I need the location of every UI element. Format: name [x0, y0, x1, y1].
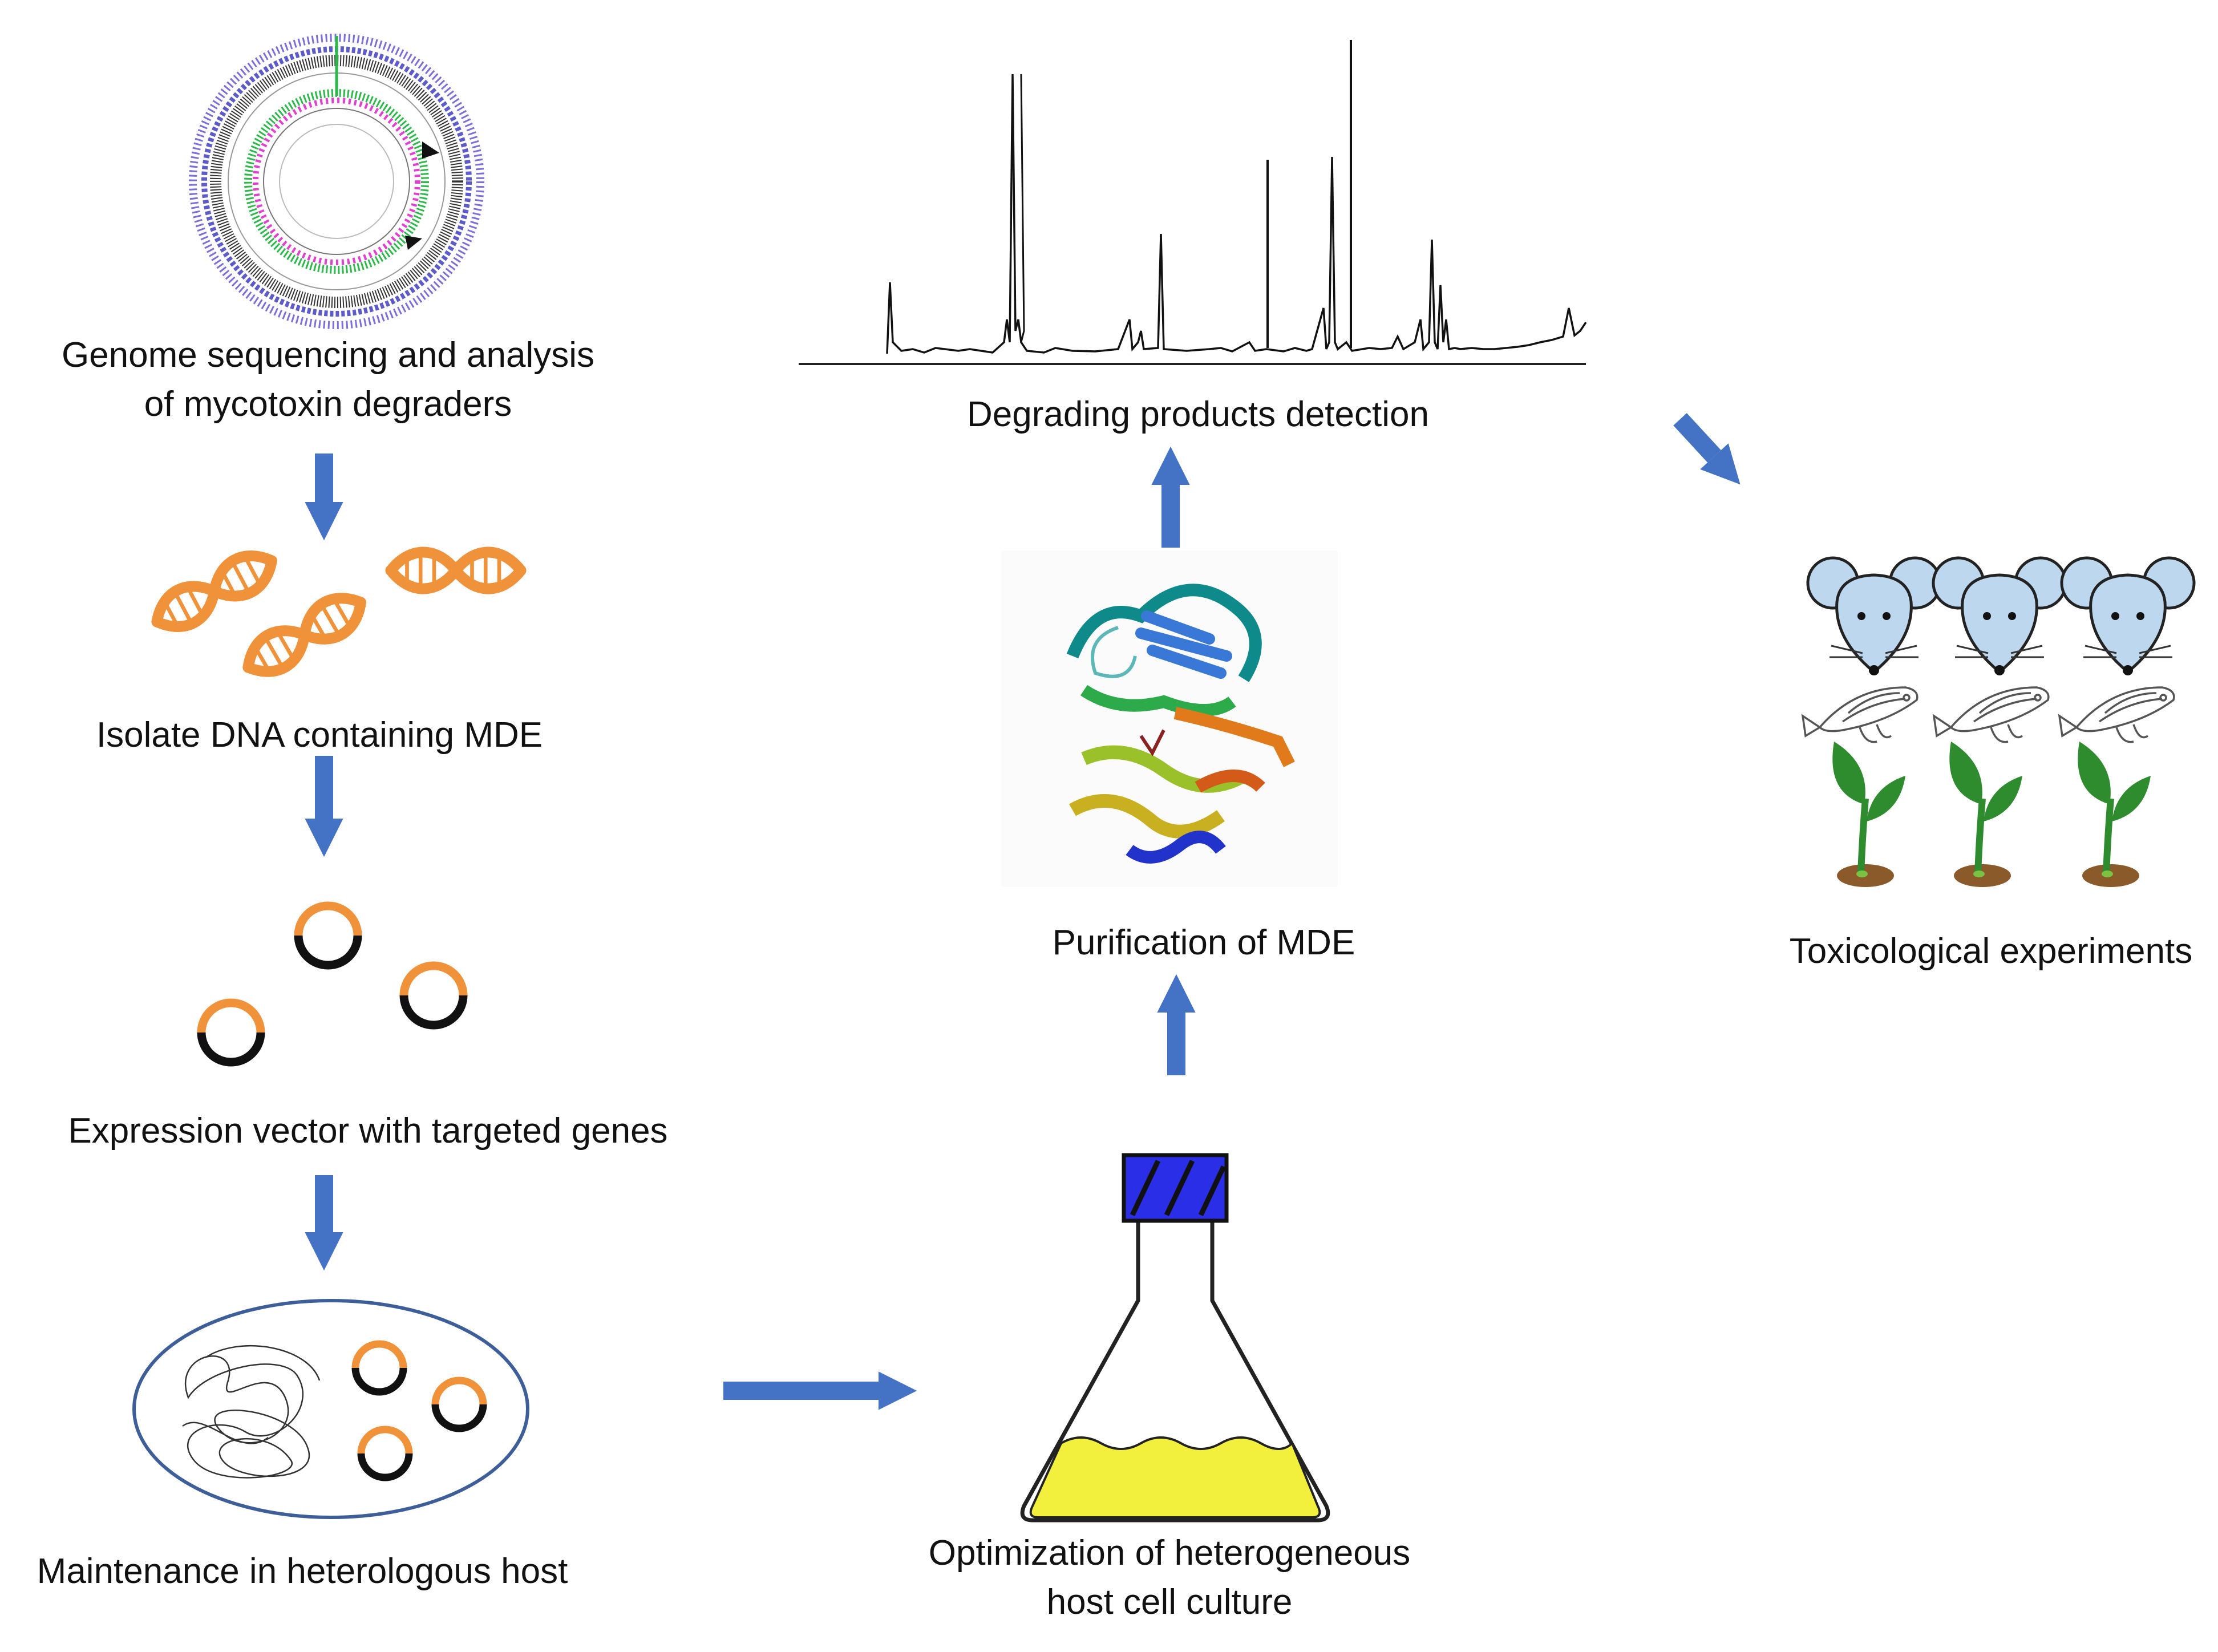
- mouse-icon: [1808, 558, 2194, 675]
- dna-double-helix-icon: [147, 542, 521, 685]
- label-expression-vector: Expression vector with targeted genes: [68, 1111, 668, 1151]
- seedling-icon: [1832, 742, 2151, 887]
- label-isolate-dna: Isolate DNA containing MDE: [96, 715, 543, 755]
- circular-genome-map-icon: [189, 34, 484, 329]
- label-culture-optimization: Optimization of heterogeneous host cell …: [928, 1533, 1411, 1622]
- plasmid-icon: [201, 906, 463, 1062]
- chromatogram-icon: [799, 40, 1587, 365]
- label-maintenance-host: Maintenance in heterologous host: [37, 1552, 568, 1591]
- protein-structure-icon: [1001, 550, 1338, 887]
- label-products-detection: Degrading products detection: [967, 395, 1429, 434]
- flow-arrows: [305, 413, 1741, 1410]
- erlenmeyer-flask-icon: [1020, 1153, 1330, 1523]
- arrow-detection-to-toxicology: [1673, 413, 1741, 485]
- host-cell-icon: [132, 1299, 529, 1519]
- zebrafish-icon: [1802, 686, 2175, 743]
- label-toxicological: Toxicological experiments: [1789, 932, 2193, 971]
- label-purification: Purification of MDE: [1052, 923, 1355, 962]
- label-genome-sequencing: Genome sequencing and analysis of mycoto…: [61, 335, 595, 424]
